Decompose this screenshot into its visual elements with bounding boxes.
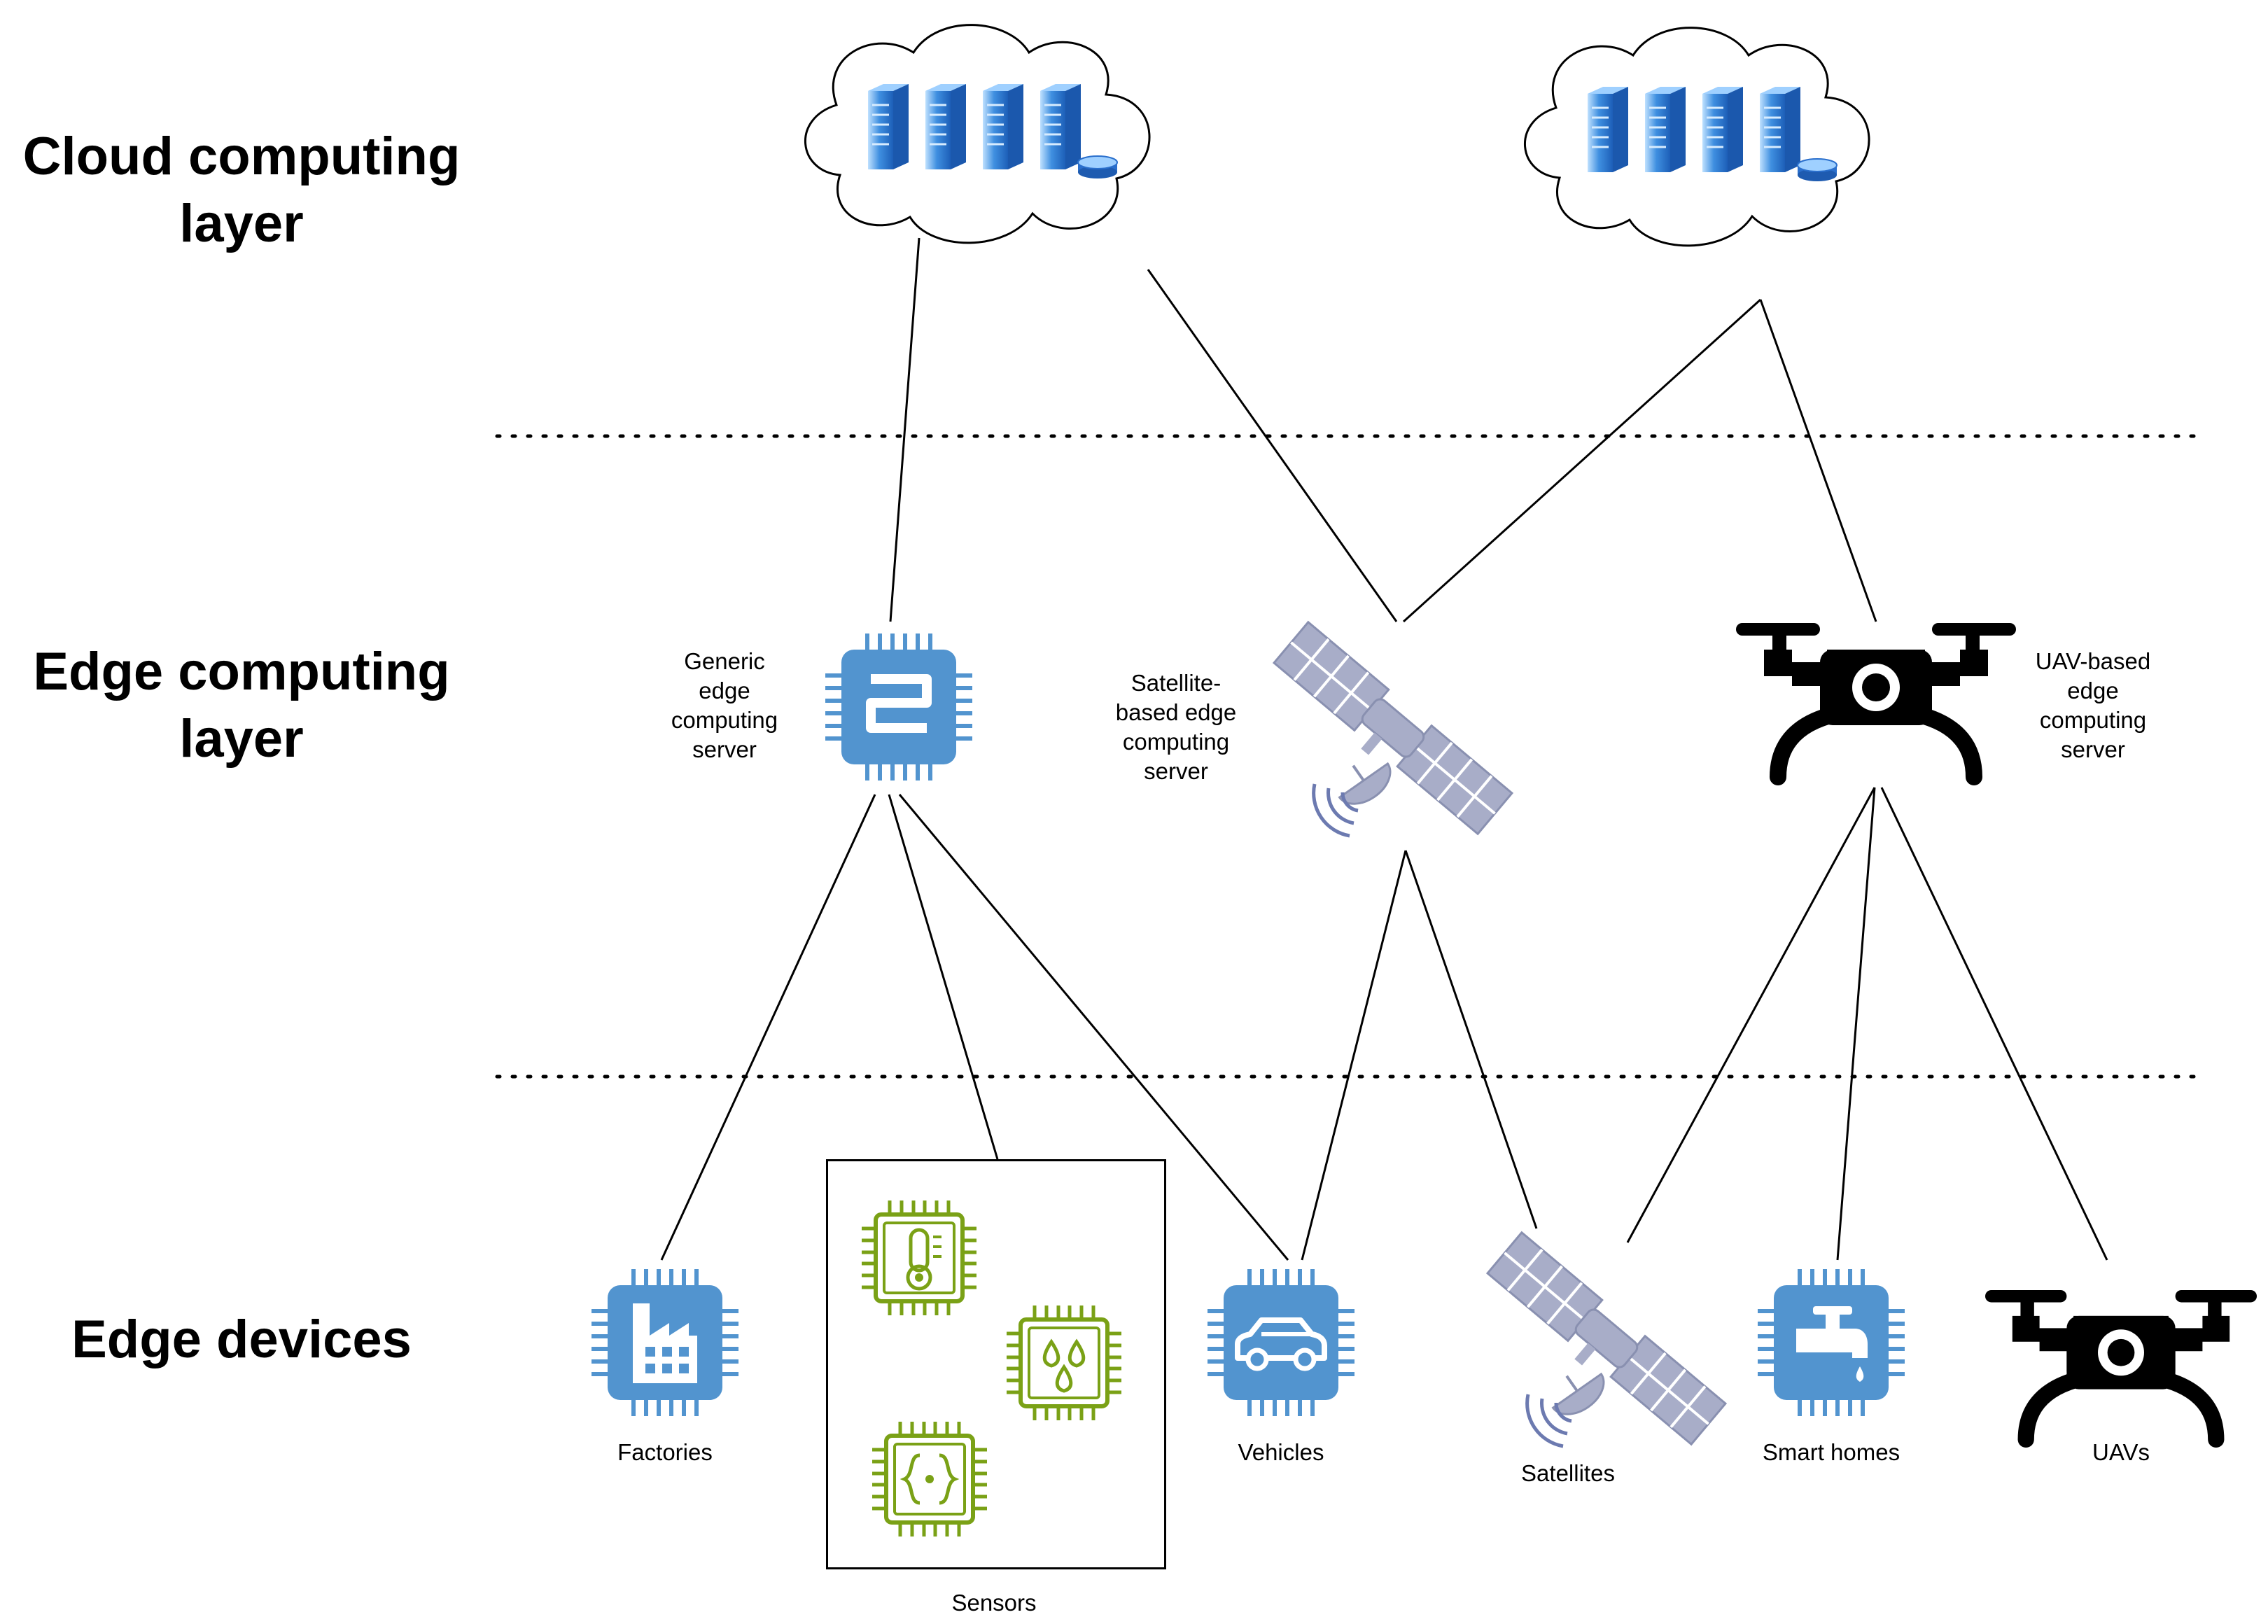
edge-layer-label: Edge computing layer [33,642,450,769]
uav-server-label: UAV-based edge computing server [2035,648,2151,762]
link-cloud2-uav [1759,299,1877,622]
link-generic-factories [660,794,876,1261]
satellite-icon [1268,622,1512,841]
link-satellite-satellites [1404,850,1538,1229]
vehicles-label: Vehicles [1238,1439,1324,1465]
drone-icon [1985,1290,2257,1439]
sensors-group-box [826,1159,1166,1569]
faucet-icon [1758,1269,1905,1416]
link-uav-uavs [1880,787,2108,1261]
sensors-label: Sensors [951,1590,1037,1616]
satellite-icon [1481,1233,1726,1452]
factories-label: Factories [617,1439,713,1465]
satellites-label: Satellites [1521,1460,1615,1486]
link-uav-smarthomes [1836,787,1876,1261]
generic-server-label: Generic edge computing server [671,648,778,762]
cloud-icon [805,25,1149,243]
thermometer-icon [862,1200,976,1315]
cloud-icon [1525,28,1869,246]
link-satellite-vehicles [1301,850,1407,1261]
link-generic-sensors [888,794,999,1160]
link-cloud2-satellite [1402,298,1762,623]
factory-icon [592,1269,738,1416]
code-brackets-icon [872,1422,987,1536]
link-generic-vehicles [898,794,1289,1261]
link-cloud1-satellite [1147,269,1398,622]
chip-icon [825,634,972,780]
car-icon [1208,1269,1354,1416]
drone-icon [1736,623,2016,777]
satellite-server-label: Satellite- based edge computing server [1115,670,1237,784]
link-uav-satellites [1626,787,1876,1243]
connections [660,237,2108,1261]
link-cloud1-generic [889,237,920,622]
edge-devices-label: Edge devices [71,1310,412,1369]
water-drops-icon [1007,1306,1121,1420]
uavs-label: UAVs [2092,1439,2150,1465]
smart-homes-label: Smart homes [1762,1439,1900,1465]
cloud-layer-label: Cloud computing layer [22,127,461,253]
